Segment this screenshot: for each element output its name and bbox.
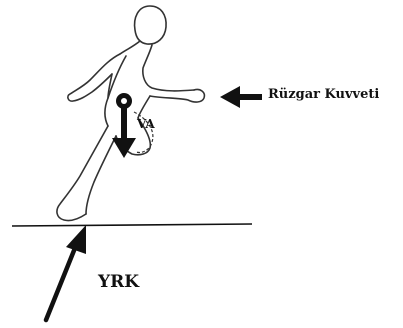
wind-arrow-icon <box>220 86 262 108</box>
center-of-mass-label: VA <box>137 117 155 131</box>
ground-line <box>12 224 252 226</box>
wind-force-label: Rüzgar Kuvveti <box>268 87 379 102</box>
gravity-arrow-icon <box>112 108 136 158</box>
runner-figure-icon <box>57 6 204 221</box>
center-of-mass-icon <box>116 93 132 109</box>
ground-reaction-arrow-icon <box>46 225 86 320</box>
ground-reaction-force-label: YRK <box>98 272 139 292</box>
